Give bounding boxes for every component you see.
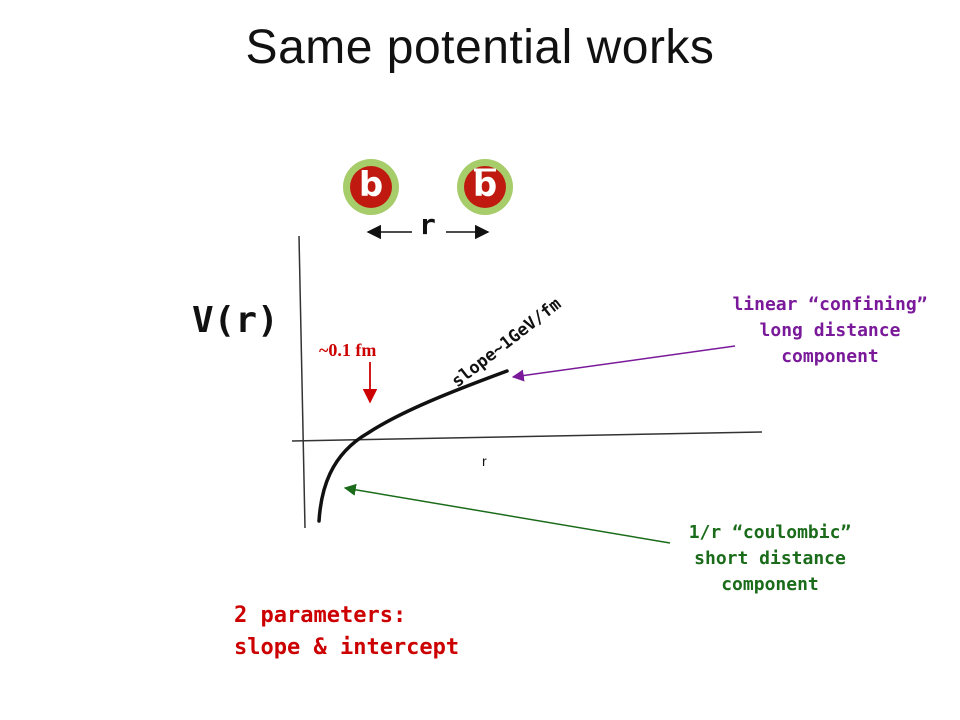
coulomb-note-line: 1/r “coulombic” — [688, 522, 852, 543]
slide-title: Same potential works — [245, 21, 715, 74]
bbar-quark-ball — [464, 166, 506, 208]
b-quark-ball — [350, 166, 392, 208]
linear-note-line: component — [781, 346, 879, 367]
coulomb-pointer-arrow — [343, 483, 671, 544]
y-axis — [298, 235, 306, 529]
parameters-note-line: slope & intercept — [234, 635, 460, 660]
separation-label: r — [419, 208, 436, 241]
coulomb-note-line: component — [721, 574, 819, 595]
bbar-quark-label: b — [472, 165, 498, 205]
linear-pointer-arrow — [511, 345, 736, 382]
parameters-note: 2 parameters: slope & intercept — [234, 600, 459, 664]
coulomb-note-line: short distance — [694, 548, 846, 569]
b-quark-label: b — [358, 165, 384, 205]
x-axis — [291, 431, 763, 442]
y-axis-label: V(r) — [192, 300, 279, 341]
x-axis-label: r — [482, 453, 487, 469]
linear-note-line: long distance — [759, 320, 901, 341]
linear-component-note: linear “confining” long distance compone… — [700, 292, 960, 370]
linear-note-line: linear “confining” — [732, 294, 928, 315]
parameters-note-line: 2 parameters: — [234, 603, 407, 628]
potential-curve — [317, 369, 509, 523]
coulomb-component-note: 1/r “coulombic” short distance component — [640, 520, 900, 598]
radius-marker-label: ~0.1 fm — [319, 340, 377, 360]
